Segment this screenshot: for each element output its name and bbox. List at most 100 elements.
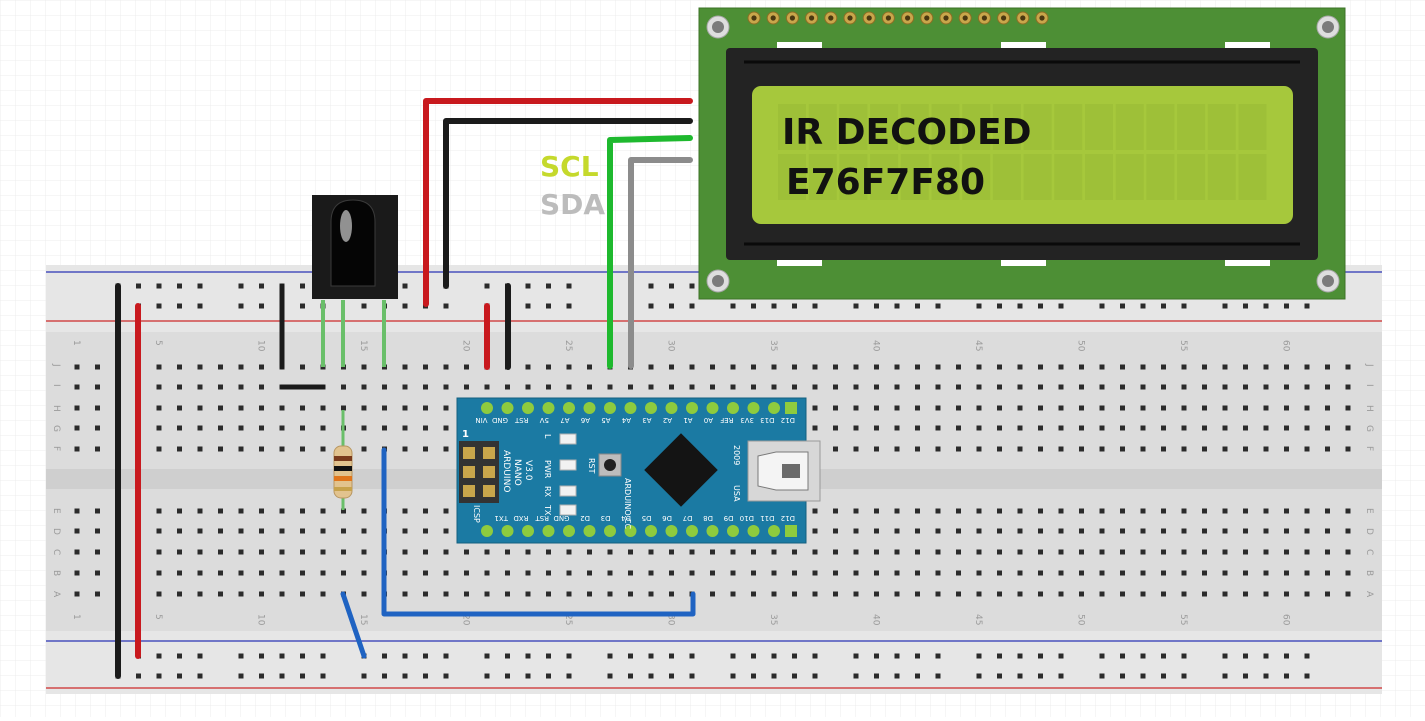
breadboard-hole bbox=[1304, 364, 1310, 370]
breadboard-hole bbox=[197, 591, 203, 597]
breadboard-hole bbox=[423, 364, 428, 370]
nano-pin-label: D6 bbox=[662, 514, 672, 522]
lcd-cell bbox=[1177, 154, 1206, 200]
breadboard-hole bbox=[177, 549, 182, 555]
nano-pin-top bbox=[542, 402, 555, 414]
nano-pin-label: VIN bbox=[475, 416, 487, 424]
breadboard-hole bbox=[751, 384, 756, 390]
lcd-cell bbox=[808, 104, 837, 150]
breadboard-hole bbox=[156, 570, 162, 576]
nano-pin-top bbox=[686, 402, 698, 414]
breadboard-hole bbox=[74, 591, 80, 597]
nano-pin-label: D7 bbox=[683, 514, 693, 522]
breadboard-hole bbox=[751, 364, 756, 370]
breadboard-hole bbox=[74, 364, 80, 370]
breadboard-hole bbox=[751, 549, 756, 555]
breadboard-hole bbox=[1243, 508, 1248, 514]
breadboard-hole bbox=[300, 528, 305, 534]
rail-hole bbox=[894, 303, 900, 309]
breadboard-hole bbox=[361, 384, 367, 390]
breadboard-hole bbox=[402, 405, 408, 411]
breadboard-hole bbox=[177, 364, 182, 370]
breadboard-hole bbox=[833, 528, 838, 534]
breadboard-hole bbox=[1058, 446, 1064, 452]
breadboard-hole bbox=[361, 446, 367, 452]
nano-led bbox=[559, 504, 577, 516]
rail-hole bbox=[648, 653, 654, 659]
breadboard-hole bbox=[1304, 528, 1310, 534]
breadboard-hole bbox=[1120, 528, 1125, 534]
breadboard-hole bbox=[218, 384, 223, 390]
breadboard-hole bbox=[218, 364, 223, 370]
column-number: 20 bbox=[461, 614, 471, 626]
rail-hole bbox=[997, 303, 1002, 309]
rail-hole bbox=[812, 303, 818, 309]
rail-hole bbox=[689, 303, 695, 309]
lcd-pin-hole bbox=[1001, 15, 1007, 21]
lcd-cell bbox=[931, 154, 960, 200]
nano-pin-bottom bbox=[542, 525, 555, 537]
breadboard-hole bbox=[484, 591, 490, 597]
rail-hole bbox=[730, 673, 736, 679]
rail-hole bbox=[792, 673, 797, 679]
breadboard-hole bbox=[361, 570, 367, 576]
rail-hole bbox=[423, 653, 428, 659]
breadboard-hole bbox=[1284, 591, 1289, 597]
rail-hole bbox=[525, 283, 531, 289]
rail-hole bbox=[648, 283, 654, 289]
breadboard-hole bbox=[1345, 364, 1351, 370]
breadboard-hole bbox=[1058, 570, 1064, 576]
breadboard-hole bbox=[361, 425, 367, 431]
nano-pin-label: D2 bbox=[580, 514, 590, 522]
lcd-cell bbox=[839, 104, 868, 150]
rail-hole bbox=[525, 653, 531, 659]
breadboard-hole bbox=[156, 508, 162, 514]
rail-hole bbox=[1038, 673, 1043, 679]
breadboard-hole bbox=[341, 528, 346, 534]
breadboard-hole bbox=[833, 405, 838, 411]
nano-pin-label: D4 bbox=[621, 514, 631, 522]
breadboard-hole bbox=[320, 528, 326, 534]
nano-led bbox=[559, 485, 577, 497]
rail-hole bbox=[1161, 673, 1166, 679]
breadboard-hole bbox=[1120, 570, 1125, 576]
breadboard-hole bbox=[74, 549, 80, 555]
wire-blue-signal bbox=[381, 447, 696, 617]
breadboard-hole bbox=[238, 384, 244, 390]
breadboard-hole bbox=[628, 384, 633, 390]
breadboard-hole bbox=[218, 591, 223, 597]
rail-hole bbox=[1304, 653, 1310, 659]
rail-hole bbox=[874, 303, 879, 309]
breadboard-hole bbox=[894, 384, 900, 390]
breadboard-hole bbox=[1140, 446, 1146, 452]
lcd-pin-hole bbox=[962, 15, 968, 21]
breadboard-hole bbox=[935, 446, 941, 452]
breadboard-hole bbox=[566, 591, 572, 597]
breadboard-hole bbox=[894, 405, 900, 411]
nano-led-label: PWR bbox=[543, 460, 552, 479]
breadboard-hole bbox=[915, 405, 920, 411]
breadboard-hole bbox=[587, 549, 592, 555]
breadboard-hole bbox=[607, 591, 613, 597]
breadboard-hole bbox=[730, 591, 736, 597]
breadboard-hole bbox=[320, 508, 326, 514]
breadboard-hole bbox=[894, 528, 900, 534]
rail-hole bbox=[382, 653, 387, 659]
breadboard-hole bbox=[628, 549, 633, 555]
breadboard-hole bbox=[1222, 384, 1228, 390]
breadboard-hole bbox=[525, 364, 531, 370]
rail-hole bbox=[771, 673, 777, 679]
rail-hole bbox=[300, 653, 305, 659]
breadboard-hole bbox=[1058, 425, 1064, 431]
nano-pin-label: D3 bbox=[601, 514, 611, 522]
breadboard-hole bbox=[1202, 384, 1207, 390]
breadboard-hole bbox=[1161, 446, 1166, 452]
breadboard-hole bbox=[1304, 508, 1310, 514]
rail-hole bbox=[1181, 653, 1187, 659]
lcd-pin-hole bbox=[1039, 15, 1045, 21]
breadboard-hole bbox=[1304, 591, 1310, 597]
rail-hole bbox=[177, 303, 182, 309]
breadboard-hole bbox=[177, 405, 182, 411]
lcd-pin-hole bbox=[789, 15, 796, 21]
breadboard-hole bbox=[218, 549, 223, 555]
